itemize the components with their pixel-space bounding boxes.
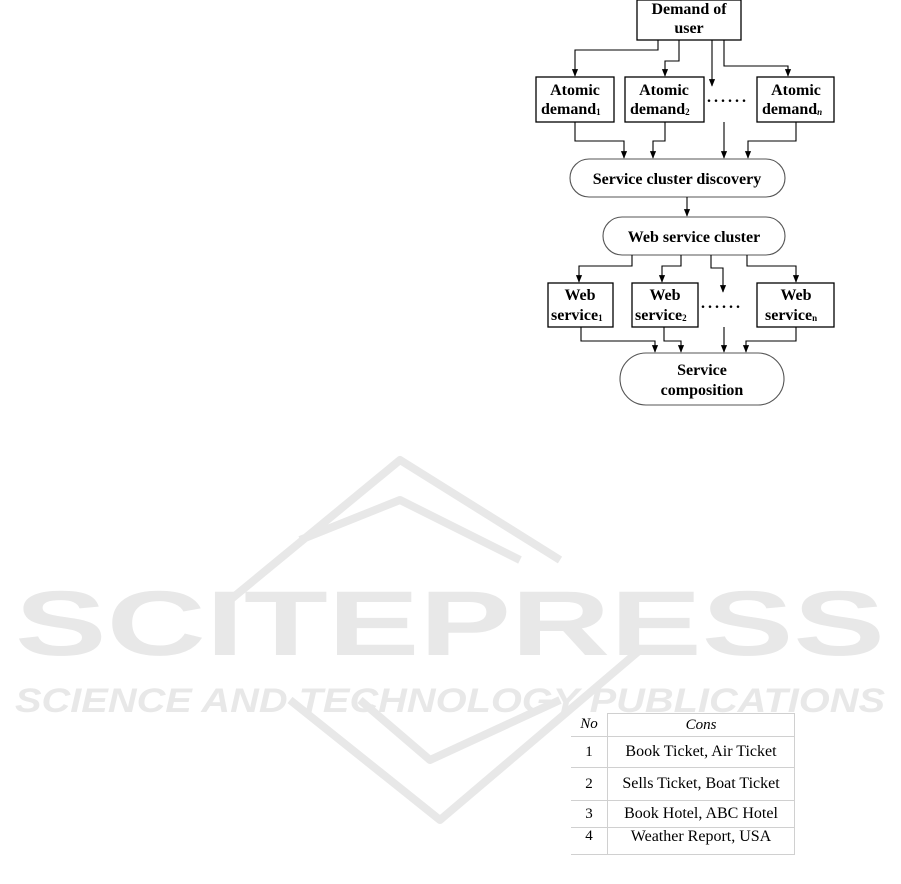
atomic-1-word: demand [541, 101, 596, 118]
web-service-cluster-node: Web service cluster [602, 216, 786, 256]
table-row: 2 Sells Ticket, Boat Ticket [571, 767, 795, 801]
discovery-label: Service cluster discovery [593, 171, 762, 188]
web-service-n-line2: servicen [765, 307, 817, 324]
cluster-to-services-connectors [575, 255, 800, 293]
header-no: No [571, 713, 608, 737]
atomic-2-subscript: 2 [685, 107, 690, 117]
atomic-ellipsis: ...... [707, 89, 749, 106]
atomic-2-line1: Atomic [639, 82, 689, 99]
atomic-demand-n-node: Atomic demandn [756, 76, 835, 123]
table-row: 4 Weather Report, USA [571, 827, 795, 855]
services-to-composition-connectors [580, 327, 797, 353]
header-cons: Cons [607, 713, 795, 737]
atomic-1-subscript: 1 [596, 107, 601, 117]
web-service-1-node: Web service1 [547, 282, 614, 328]
demand-to-atomic-connectors [571, 40, 792, 87]
atomic-1-line2: demand1 [541, 101, 601, 118]
composition-label-line1: Service [677, 362, 727, 379]
cluster-label: Web service cluster [628, 229, 760, 246]
row-cons: Sells Ticket, Boat Ticket [607, 767, 795, 801]
atomic-to-discovery-connectors [574, 122, 797, 159]
row-number: 1 [571, 736, 608, 768]
atomic-2-word: demand [630, 101, 685, 118]
table-row: 1 Book Ticket, Air Ticket [571, 736, 795, 768]
atomic-n-line2: demandn [762, 101, 822, 118]
web-service-2-word: service [635, 307, 682, 324]
service-cluster-discovery-node: Service cluster discovery [569, 158, 786, 198]
atomic-2-line2: demand2 [630, 101, 690, 118]
web-service-1-subscript: 1 [598, 313, 603, 323]
atomic-n-word: demand [762, 101, 817, 118]
row-cons: Book Ticket, Air Ticket [607, 736, 795, 768]
service-composition-node: Service composition [619, 352, 785, 406]
row-number: 3 [571, 800, 608, 828]
table-header-row: No Cons [571, 713, 795, 737]
web-service-n-subscript: n [812, 313, 817, 323]
demand-of-user-node: Demand of user [636, 0, 742, 41]
atomic-1-line1: Atomic [550, 82, 600, 99]
web-service-1-line2: service1 [551, 307, 603, 324]
web-service-n-word: service [765, 307, 812, 324]
web-service-1-line1: Web [564, 287, 595, 304]
web-service-n-line1: Web [780, 287, 811, 304]
web-service-2-subscript: 2 [682, 313, 687, 323]
table-row: 3 Book Hotel, ABC Hotel [571, 800, 795, 828]
row-cons: Weather Report, USA [607, 827, 795, 855]
cons-table: No Cons 1 Book Ticket, Air Ticket 2 Sell… [571, 713, 795, 855]
web-service-ellipsis: ...... [701, 295, 743, 312]
row-number: 4 [571, 827, 608, 855]
atomic-demand-1-node: Atomic demand1 [535, 76, 615, 123]
web-service-2-line1: Web [649, 287, 680, 304]
web-service-n-node: Web servicen [756, 282, 835, 328]
composition-label-line2: composition [661, 382, 744, 399]
web-service-2-line2: service2 [635, 307, 687, 324]
atomic-n-line1: Atomic [771, 82, 821, 99]
atomic-demand-2-node: Atomic demand2 [624, 76, 705, 123]
row-cons: Book Hotel, ABC Hotel [607, 800, 795, 828]
demand-label-line2: user [674, 20, 703, 37]
web-service-2-node: Web service2 [631, 282, 699, 328]
atomic-n-subscript: n [817, 107, 822, 117]
row-number: 2 [571, 767, 608, 801]
web-service-1-word: service [551, 307, 598, 324]
demand-label-line1: Demand of [651, 1, 727, 18]
watermark-book-shape [227, 456, 643, 824]
watermark-brand: SCITEPRESS [15, 573, 885, 675]
